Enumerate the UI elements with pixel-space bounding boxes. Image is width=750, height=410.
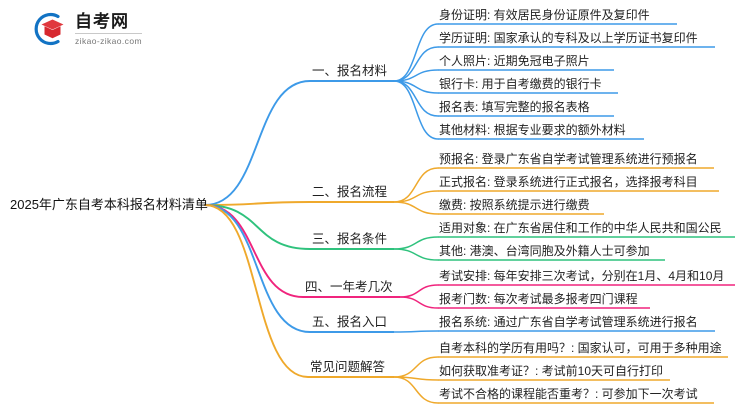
leaf-node-6-3[interactable]: 考试不合格的课程能否重考？: 可参加下一次考试 [439, 387, 698, 401]
leaf-node-1-3[interactable]: 个人照片: 近期免冠电子照片 [439, 54, 590, 68]
leaf-node-6-2[interactable]: 如何获取准考证？: 考试前10天可自行打印 [439, 364, 664, 378]
branch-node-1[interactable]: 一、报名材料 [312, 64, 388, 78]
leaf-node-2-3[interactable]: 缴费: 按照系统提示进行缴费 [439, 198, 590, 212]
leaf-node-5-1[interactable]: 报名系统: 通过广东省自学考试管理系统进行报名 [439, 315, 698, 329]
leaf-node-4-1[interactable]: 考试安排: 每年安排三次考试，分别在1月、4月和10月 [439, 269, 725, 283]
branch-node-2[interactable]: 二、报名流程 [312, 185, 388, 199]
logo-text: 自考网 zikao-zikao.com [75, 13, 142, 46]
leaf-node-4-2[interactable]: 报考门数: 每次考试最多报考四门课程 [439, 292, 638, 306]
branch-node-4[interactable]: 四、一年考几次 [305, 280, 393, 294]
leaf-node-1-2[interactable]: 学历证明: 国家承认的专科及以上学历证书复印件 [439, 31, 698, 45]
site-logo: 自考网 zikao-zikao.com [28, 8, 218, 50]
logo-url: zikao-zikao.com [75, 35, 142, 46]
leaf-node-6-1[interactable]: 自考本科的学历有用吗？: 国家认可，可用于多种用途 [439, 341, 722, 355]
branch-node-5[interactable]: 五、报名入口 [312, 315, 388, 329]
logo-mark-icon [28, 9, 68, 49]
leaf-node-2-1[interactable]: 预报名: 登录广东省自学考试管理系统进行预报名 [439, 152, 698, 166]
branch-node-3[interactable]: 三、报名条件 [312, 232, 388, 246]
logo-title: 自考网 [75, 13, 142, 34]
leaf-node-2-2[interactable]: 正式报名: 登录系统进行正式报名，选择报考科目 [439, 175, 698, 189]
leaf-node-1-6[interactable]: 其他材料: 根据专业要求的额外材料 [439, 123, 626, 137]
leaf-node-3-2[interactable]: 其他: 港澳、台湾同胞及外籍人士可参加 [439, 244, 650, 258]
leaf-node-1-1[interactable]: 身份证明: 有效居民身份证原件及复印件 [439, 8, 650, 22]
leaf-node-3-1[interactable]: 适用对象: 在广东省居住和工作的中华人民共和国公民 [439, 221, 722, 235]
leaf-node-1-4[interactable]: 银行卡: 用于自考缴费的银行卡 [439, 77, 602, 91]
branch-node-6[interactable]: 常见问题解答 [310, 360, 386, 374]
leaf-node-1-5[interactable]: 报名表: 填写完整的报名表格 [439, 100, 590, 114]
mindmap-root-node[interactable]: 2025年广东自考本科报名材料清单 [10, 197, 208, 212]
